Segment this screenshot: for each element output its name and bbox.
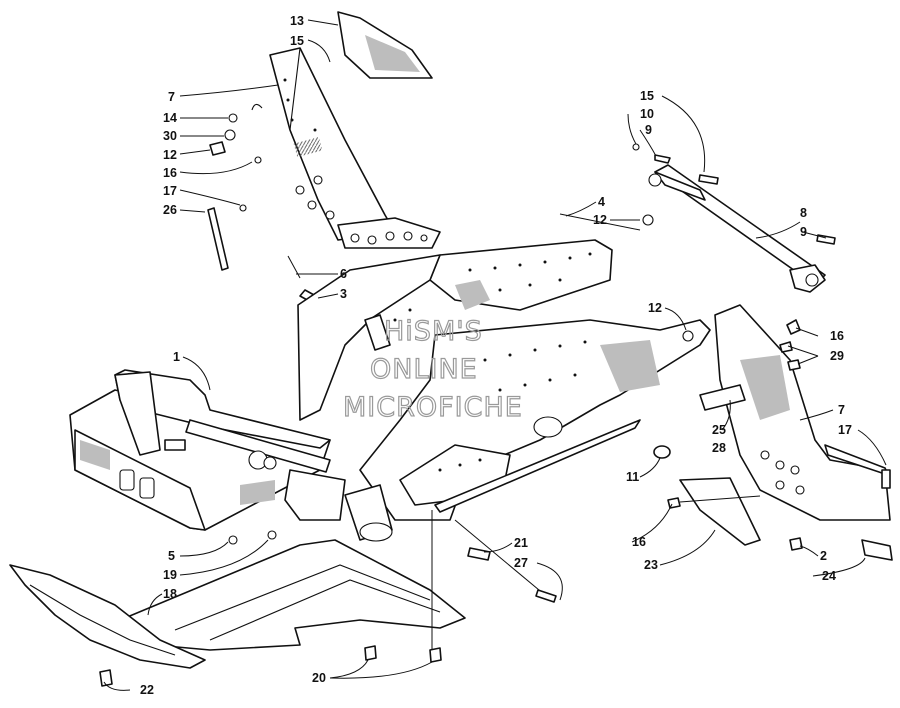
callout-9: 9 (645, 123, 652, 137)
callout-12b: 12 (593, 213, 607, 227)
callout-7b: 7 (838, 403, 845, 417)
callout-labels: 13 15 7 14 30 12 16 17 26 6 3 1 5 19 18 … (140, 14, 852, 697)
skid-plate (9, 539, 466, 669)
steering-post (559, 143, 836, 293)
front-frame (69, 369, 346, 531)
callout-21: 21 (514, 536, 528, 550)
callout-16: 16 (163, 166, 177, 180)
watermark-line-2: ONLINE (370, 354, 478, 385)
callout-18: 18 (163, 587, 177, 601)
callout-16c: 16 (632, 535, 646, 549)
callout-24: 24 (822, 569, 836, 583)
callout-16b: 16 (830, 329, 844, 343)
callout-28: 28 (712, 441, 726, 455)
callout-14: 14 (163, 111, 177, 125)
callout-27: 27 (514, 556, 528, 570)
callout-22: 22 (140, 683, 154, 697)
bottom-hardware (99, 510, 557, 687)
callout-7: 7 (168, 90, 175, 104)
watermark-line-3: MICROFICHE (343, 392, 523, 423)
callout-23: 23 (644, 558, 658, 572)
callout-12c: 12 (648, 301, 662, 315)
callout-30: 30 (163, 129, 177, 143)
callout-25: 25 (712, 423, 726, 437)
steering-support-right (653, 304, 891, 521)
callout-19: 19 (163, 568, 177, 582)
callout-15: 15 (290, 34, 304, 48)
callout-2: 2 (820, 549, 827, 563)
callout-4: 4 (598, 195, 605, 209)
callout-3: 3 (340, 287, 347, 301)
foot-bracket (667, 477, 893, 561)
steering-support-left (269, 47, 441, 249)
callout-26: 26 (163, 203, 177, 217)
main-chassis (297, 239, 711, 542)
callout-17: 17 (163, 184, 177, 198)
watermark: HiSM'S ONLINE MICROFICHE (342, 315, 523, 423)
steering-cover (337, 11, 433, 79)
callout-15b: 15 (640, 89, 654, 103)
callout-29: 29 (830, 349, 844, 363)
callout-20: 20 (312, 671, 326, 685)
callout-13: 13 (290, 14, 304, 28)
leader-lines (103, 19, 887, 691)
watermark-line-1: HiSM'S (384, 316, 483, 347)
callout-10: 10 (640, 107, 654, 121)
callout-12: 12 (163, 148, 177, 162)
callout-1: 1 (173, 350, 180, 364)
front-hardware (228, 530, 277, 545)
callout-6: 6 (340, 267, 347, 281)
callout-11: 11 (626, 470, 639, 484)
callout-8: 8 (800, 206, 807, 220)
callout-9b: 9 (800, 225, 807, 239)
callout-17b: 17 (838, 423, 852, 437)
callout-5: 5 (168, 549, 175, 563)
